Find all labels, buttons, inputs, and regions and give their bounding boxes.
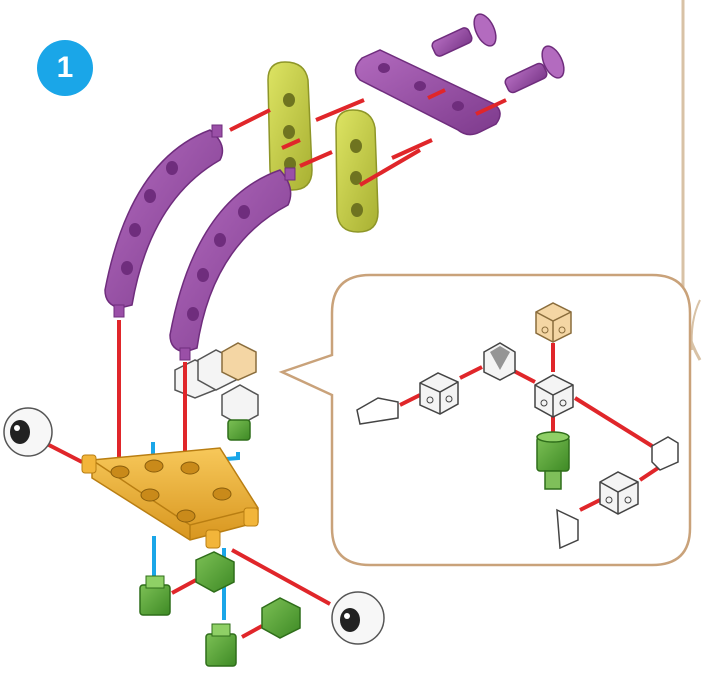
assembly-lines	[44, 88, 507, 639]
tan-connector-cube-icon	[535, 302, 572, 343]
short-rod-icon	[354, 49, 501, 136]
slope-piece-icon	[556, 508, 579, 550]
axle-peg-icon	[205, 623, 237, 667]
eye-piece-icon	[331, 591, 385, 645]
slope-piece-icon	[651, 436, 679, 471]
connector-cube-icon	[419, 372, 459, 415]
eye-piece-icon	[3, 407, 53, 457]
axle-peg-icon	[139, 575, 171, 616]
pin-icon	[431, 13, 497, 57]
callout-assembly	[356, 302, 679, 550]
detail-callout	[278, 273, 692, 567]
step-number-badge: 1	[37, 40, 93, 96]
curved-rod-icon	[104, 124, 224, 318]
axle-peg-icon	[195, 551, 235, 593]
curved-rod-icon	[169, 167, 296, 361]
connector-cube-icon	[534, 374, 574, 418]
axle-peg-icon	[261, 597, 301, 639]
slope-piece-icon	[356, 397, 399, 425]
connector-cube-icon	[599, 471, 639, 515]
axle-peg-icon	[536, 431, 570, 490]
callout-connection-lines	[399, 343, 660, 512]
corner-piece-icon	[483, 342, 516, 381]
lime-rod-icon	[335, 109, 379, 233]
pin-icon	[504, 45, 565, 94]
side-panel-curl	[690, 299, 701, 351]
white-connector-cluster	[174, 342, 259, 441]
base-plate-icon	[81, 447, 259, 549]
